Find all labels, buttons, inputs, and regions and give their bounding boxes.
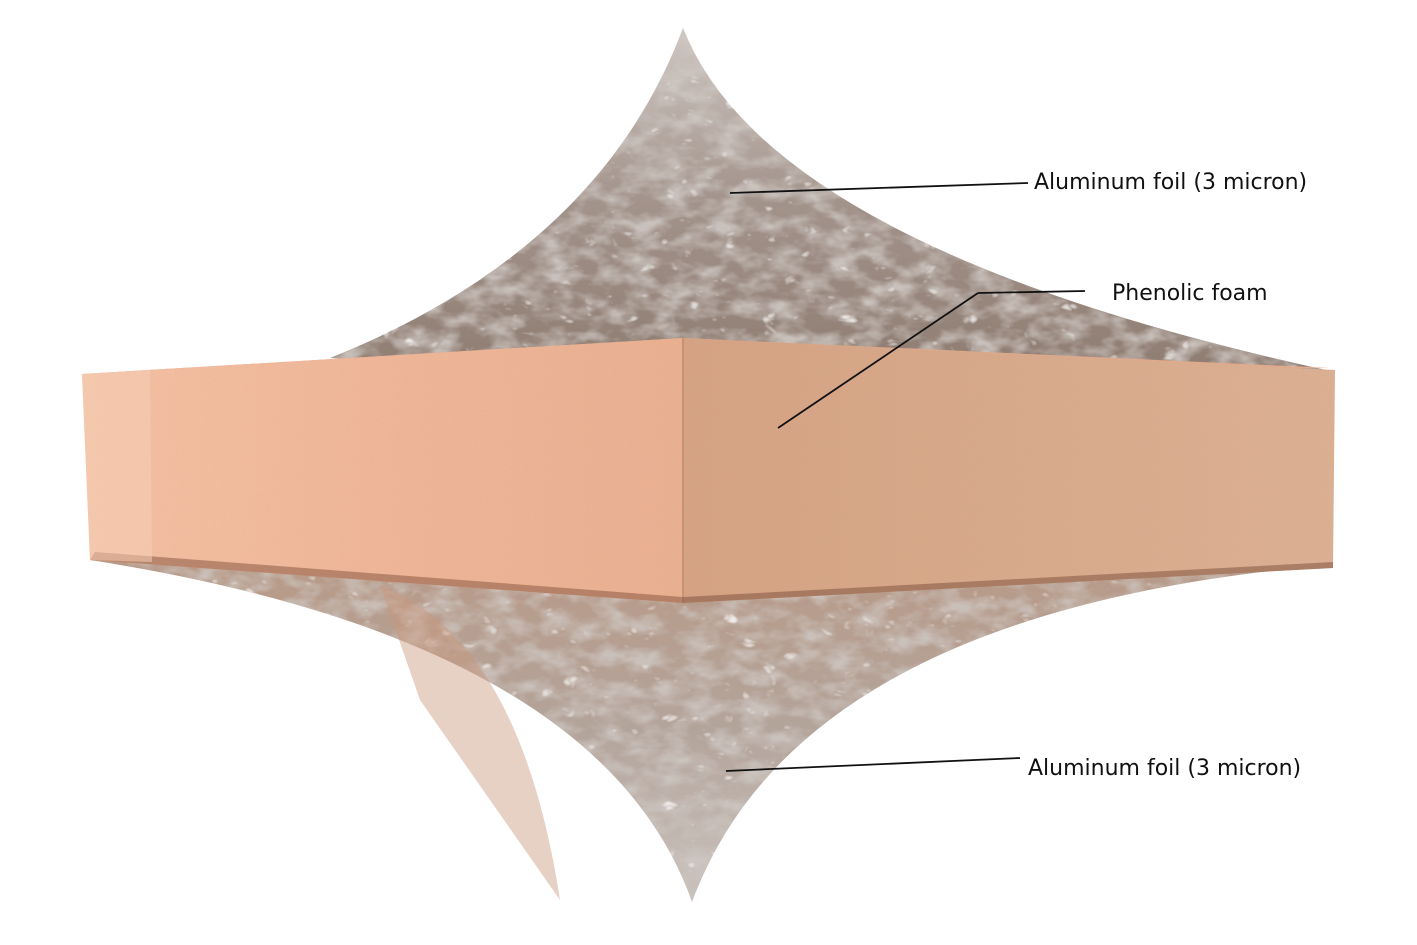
leader-line-foil-bottom [725,757,1021,772]
bottom-aluminum-foil [90,560,1330,902]
label-aluminum-foil-top: Aluminum foil (3 micron) [1034,170,1308,195]
leader-line-foam [777,292,979,429]
label-phenolic-foam: Phenolic foam [1112,281,1268,306]
top-aluminum-foil [330,28,1335,372]
phenolic-foam-board [82,338,1335,603]
leader-lines [725,182,1086,772]
leader-line-foam-horizontal [977,290,1086,294]
label-aluminum-foil-bottom: Aluminum foil (3 micron) [1028,756,1302,781]
leader-line-foil-top [729,182,1029,194]
